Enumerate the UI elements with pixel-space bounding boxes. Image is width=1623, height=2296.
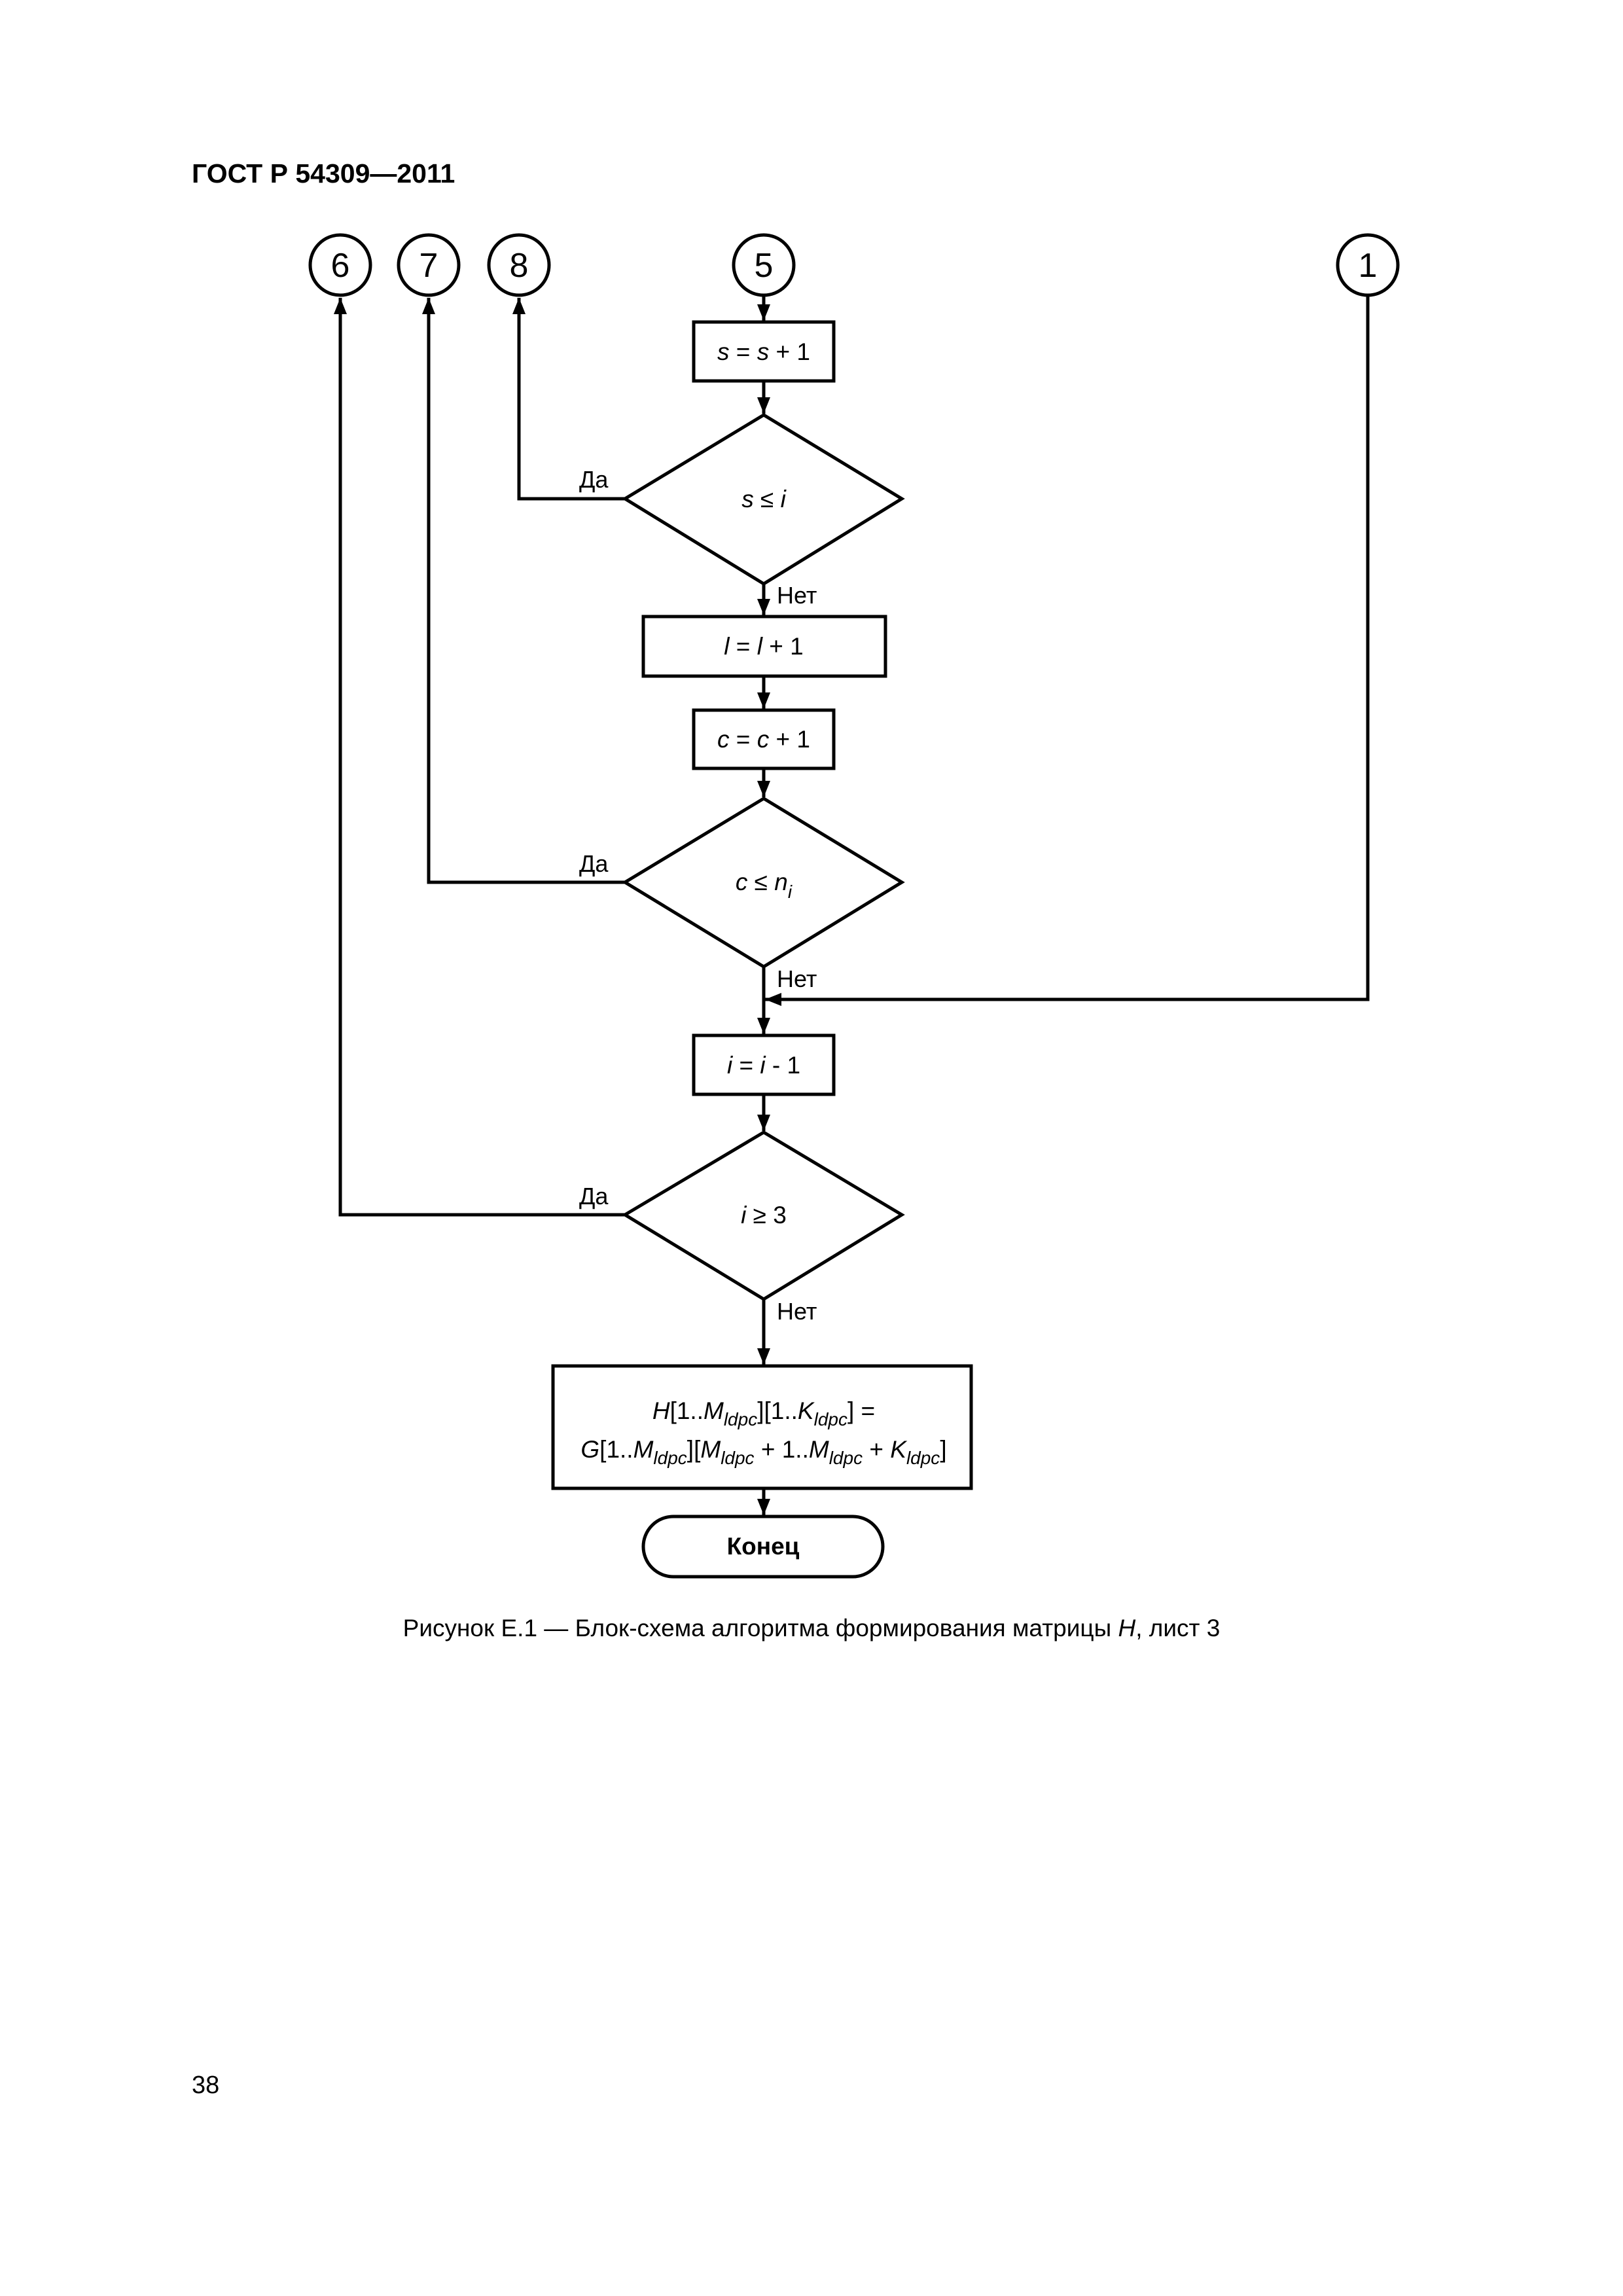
connector-5: 5 — [732, 233, 796, 297]
label-yes: Да — [579, 466, 609, 493]
connector-6-label: 6 — [331, 247, 350, 285]
connector-8-label: 8 — [510, 247, 529, 285]
line-from-1 — [765, 295, 1370, 1006]
svg-text:i ≥ 3: i ≥ 3 — [741, 1202, 787, 1229]
process-c-increment: c = c + 1 — [692, 708, 836, 770]
label-no: Нет — [777, 965, 817, 992]
connector-1: 1 — [1336, 233, 1400, 297]
connector-7: 7 — [397, 233, 461, 297]
svg-text:s = s + 1: s = s + 1 — [717, 338, 810, 365]
decision-i-ge-3: i ≥ 3 — [622, 1130, 905, 1301]
connector-6: 6 — [308, 233, 372, 297]
svg-text:c = c + 1: c = c + 1 — [717, 726, 810, 753]
loop-to-7 — [422, 298, 625, 884]
caption-suffix: , лист 3 — [1135, 1615, 1221, 1641]
process-s-increment: s = s + 1 — [692, 320, 836, 383]
label-yes: Да — [579, 1183, 609, 1210]
loop-to-8 — [512, 298, 625, 501]
connector-8: 8 — [487, 233, 551, 297]
svg-text:Конец: Конец — [727, 1533, 800, 1560]
label-yes: Да — [579, 850, 609, 877]
svg-text:l = l + 1: l = l + 1 — [724, 633, 803, 660]
label-no: Нет — [777, 582, 817, 609]
process-assign-h: H[1..Mldpc][1..Kldpc] = G[1..Mldpc][Mldp… — [551, 1364, 973, 1490]
terminator-end: Конец — [641, 1515, 885, 1579]
process-l-increment: l = l + 1 — [641, 615, 887, 678]
figure-caption: Рисунок Е.1 — Блок-схема алгоритма форми… — [0, 1615, 1623, 1642]
svg-text:s ≤ i: s ≤ i — [741, 486, 787, 512]
decision-s-le-i: s ≤ i — [622, 413, 905, 586]
process-i-decrement: i = i - 1 — [692, 1033, 836, 1096]
decision-c-le-ni: c ≤ ni — [622, 797, 905, 969]
loop-to-6 — [334, 298, 625, 1217]
svg-text:H[1..Mldpc][1..Kldpc] =: H[1..Mldpc][1..Kldpc] = — [652, 1397, 875, 1429]
page-number: 38 — [192, 2072, 220, 2099]
document-header: ГОСТ Р 54309—2011 — [192, 158, 455, 188]
caption-prefix: Рисунок Е.1 — Блок-схема алгоритма форми… — [402, 1615, 1118, 1641]
caption-var: H — [1118, 1615, 1136, 1641]
svg-text:i = i - 1: i = i - 1 — [727, 1052, 800, 1079]
svg-text:G[1..Mldpc][Mldpc + 1..Mldpc +: G[1..Mldpc][Mldpc + 1..Mldpc + Kldpc] — [580, 1436, 946, 1468]
connector-7-label: 7 — [419, 247, 438, 285]
svg-text:c ≤ ni: c ≤ ni — [736, 869, 793, 902]
label-no: Нет — [777, 1298, 817, 1325]
connector-5-label: 5 — [755, 247, 774, 285]
connector-1-label: 1 — [1359, 247, 1378, 285]
